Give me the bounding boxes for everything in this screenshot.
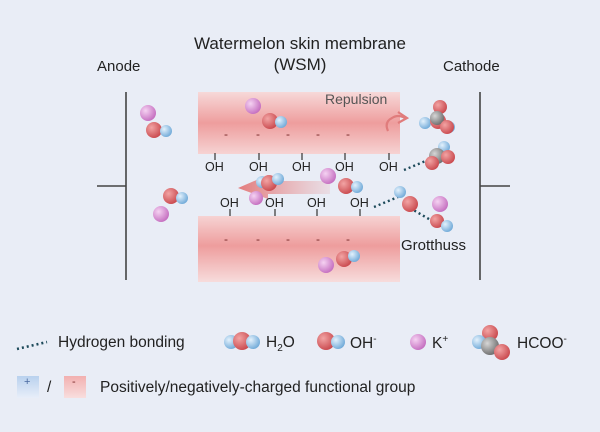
oh-ion	[336, 250, 360, 267]
legend-hbond-dots	[16, 340, 48, 351]
hydrogen-bonds	[373, 158, 435, 224]
k-ion	[153, 206, 169, 222]
negative-charge: -	[286, 127, 290, 141]
oh-ion	[146, 122, 172, 138]
legend-k-sup: +	[442, 334, 449, 345]
anode-electrode	[97, 92, 127, 280]
oh-group-label: OH	[205, 160, 224, 174]
title-line-1: Watermelon skin membrane	[194, 34, 406, 53]
legend-hcoo-main: HCOO	[517, 335, 564, 353]
legend-k-icon	[410, 334, 426, 350]
repulsion-label: Repulsion	[325, 91, 388, 107]
legend-graphics	[16, 325, 510, 398]
legend-charged-label: Positively/negatively-charged functional…	[100, 379, 416, 396]
oh-group-label: OH	[307, 196, 326, 210]
cathode-electrode	[479, 92, 510, 280]
legend-oh-main: OH	[350, 335, 374, 353]
negative-charge: -	[286, 232, 290, 246]
oh-group-label: OH	[265, 196, 284, 210]
h2o-molecule	[394, 186, 418, 212]
legend-hbond-label: Hydrogen bonding	[58, 334, 185, 351]
legend-oh-icon	[317, 332, 345, 350]
oh-ion	[338, 178, 363, 194]
repulsion-arrow	[385, 111, 410, 132]
anode-label: Anode	[97, 58, 141, 75]
oh-group-label: OH	[379, 160, 398, 174]
bottom-oh-bonds	[229, 209, 361, 216]
legend-slash: /	[47, 379, 52, 396]
negative-charge: -	[316, 127, 320, 141]
legend-hcoo-sup: -	[563, 334, 567, 345]
k-ion	[318, 257, 334, 273]
k-ion	[140, 105, 156, 121]
negative-charge: -	[224, 232, 228, 246]
negative-charge: -	[346, 127, 350, 141]
legend-h2o-tail: O	[282, 334, 295, 351]
oh-group-label: OH	[350, 196, 369, 210]
h2o-molecule	[430, 214, 453, 232]
top-oh-bonds	[214, 153, 390, 160]
k-ion	[320, 168, 336, 184]
legend-plus-symbol: +	[24, 376, 31, 388]
legend-h2o-sub: 2	[277, 343, 283, 355]
legend-minus-box	[64, 376, 86, 398]
oh-group-label: OH	[335, 160, 354, 174]
negative-charge: -	[256, 127, 260, 141]
membrane-top-layer	[198, 92, 400, 154]
legend-hcoo-icon	[472, 325, 510, 360]
oh-ion	[163, 188, 188, 204]
oh-group-label: OH	[292, 160, 311, 174]
legend-h2o-icon	[224, 332, 260, 350]
oh-ion	[262, 113, 287, 129]
k-ion	[249, 191, 263, 205]
oh-group-label: OH	[220, 196, 239, 210]
membrane-bottom-layer	[198, 216, 400, 282]
cathode-label: Cathode	[443, 58, 500, 75]
negative-charge: -	[346, 232, 350, 246]
legend-minus-symbol: -	[72, 376, 76, 388]
oh-group-label: OH	[249, 160, 268, 174]
legend-h2o-main: H	[266, 334, 278, 351]
hcoo-ion	[425, 141, 455, 170]
legend-k-label: K+	[432, 334, 448, 353]
legend-hcoo-label: HCOO-	[517, 334, 567, 353]
k-ion	[245, 98, 261, 114]
title-line-2: (WSM)	[273, 55, 327, 74]
legend-oh-sup: -	[373, 334, 377, 345]
k-ion	[432, 196, 448, 212]
negative-charge: -	[256, 232, 260, 246]
legend-k-main: K	[432, 335, 443, 353]
legend-h2o-label: H2O	[266, 334, 295, 354]
legend-plus-box	[17, 376, 39, 398]
h2o-molecule	[256, 173, 284, 191]
negative-charge: -	[316, 232, 320, 246]
molecules	[140, 98, 455, 273]
negative-charge: -	[224, 127, 228, 141]
hcoo-ion	[430, 100, 454, 134]
grotthuss-label: Grotthuss	[401, 237, 467, 254]
legend-oh-label: OH-	[350, 334, 377, 353]
